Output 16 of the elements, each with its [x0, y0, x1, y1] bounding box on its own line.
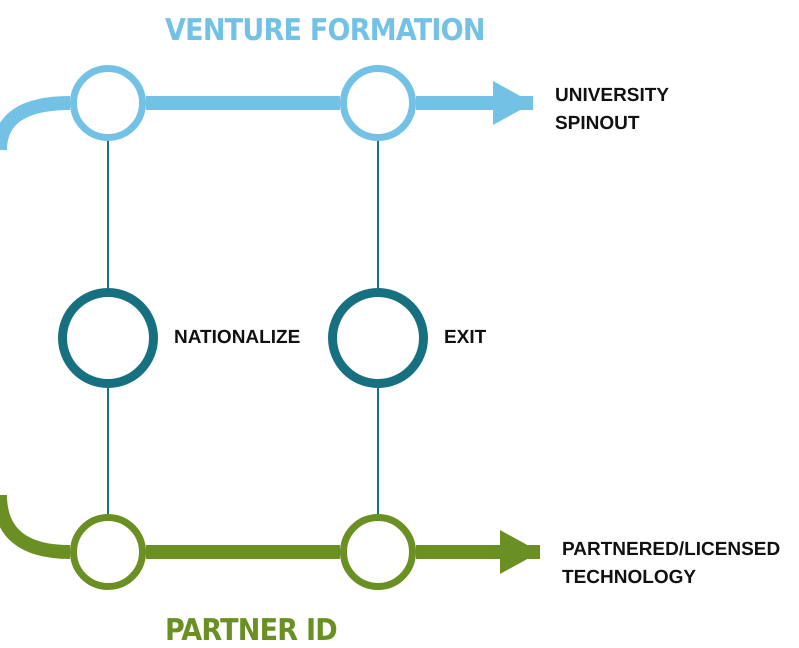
- outcome-label: PARTNERED/LICENSED TECHNOLOGY: [562, 536, 798, 592]
- connector-line: [0, 96, 70, 150]
- circle-label: NATIONALIZE: [174, 326, 300, 350]
- connector-line: [107, 388, 109, 514]
- track-title: VENTURE FORMATION: [165, 12, 485, 50]
- connector-line: [107, 141, 109, 288]
- circle-label: EXIT: [444, 326, 486, 350]
- connector-line: [146, 545, 340, 559]
- connector-line: [146, 96, 340, 110]
- arrow: [416, 530, 540, 574]
- connector-line: [377, 388, 379, 514]
- connector-line: [377, 141, 379, 288]
- outcome-label: UNIVERSITY SPINOUT: [555, 82, 715, 138]
- track-title: PARTNER ID: [165, 612, 337, 648]
- arrow: [416, 81, 533, 125]
- connector-line: [0, 494, 70, 559]
